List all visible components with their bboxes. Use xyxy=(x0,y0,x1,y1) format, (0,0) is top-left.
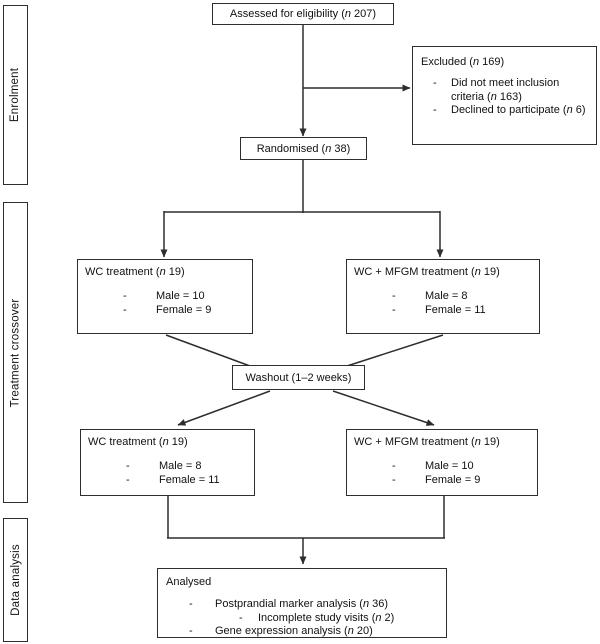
bullet-dash: - xyxy=(123,290,127,302)
box-title: WC treatment (n 19) xyxy=(88,436,188,448)
box-title: WC treatment (n 19) xyxy=(85,266,185,278)
box-analysed: Analysed - Postprandial marker analysis … xyxy=(157,568,447,638)
bullet-list: - Male = 10 - Female = 9 xyxy=(347,459,537,487)
bullet-list: - Male = 8 - Female = 11 xyxy=(81,459,254,487)
stage-label-text: Data analysis xyxy=(9,544,22,616)
bullet-item: - Postprandial marker analysis (n 36) xyxy=(158,598,446,612)
bullet-text: Female = 11 xyxy=(425,304,486,316)
bullet-dash: - xyxy=(392,460,396,472)
bullet-dash: - xyxy=(126,474,130,486)
n-variable: n xyxy=(325,142,332,155)
bullet-item: - Male = 10 xyxy=(78,289,252,303)
bullet-text: Female = 9 xyxy=(425,474,481,486)
bullet-text: Incomplete study visits (n 2) xyxy=(258,611,395,624)
bullet-dash: - xyxy=(126,460,130,472)
bullet-text: Male = 10 xyxy=(425,460,474,472)
bullet-text: Male = 8 xyxy=(425,290,468,302)
box-title: Randomised (n 38) xyxy=(256,142,351,155)
bullet-item: - Male = 8 xyxy=(81,459,254,473)
n-variable: n xyxy=(566,104,573,116)
bullet-item: - Female = 9 xyxy=(78,303,252,317)
bullet-item-nested: - Incomplete study visits (n 2) xyxy=(158,612,446,626)
n-variable: n xyxy=(474,266,481,278)
bullet-item: - Female = 11 xyxy=(347,303,539,317)
bullet-dash: - xyxy=(433,77,437,89)
bullet-text: Male = 8 xyxy=(159,460,202,472)
bullet-item: - Gene expression analysis (n 20) xyxy=(158,625,446,639)
bullet-list: - Postprandial marker analysis (n 36) - … xyxy=(158,598,446,639)
bullet-text: Postprandial marker analysis (n 36) xyxy=(215,598,389,610)
stage-label-enrolment: Enrolment xyxy=(3,5,28,185)
bullet-dash: - xyxy=(392,474,396,486)
box-wc-mfgm-treatment-period2: WC + MFGM treatment (n 19) - Male = 10 - F… xyxy=(346,429,538,496)
n-variable: n xyxy=(375,611,382,624)
bullet-item: - Declined to participate (n 6) xyxy=(413,104,596,118)
bullet-item: - Female = 9 xyxy=(347,473,537,487)
n-variable: n xyxy=(362,598,370,610)
box-title: Excluded (n 169) xyxy=(421,56,505,68)
bullet-text: Declined to participate (n 6) xyxy=(451,104,586,116)
bullet-item: - Did not meet inclusion criteria (n 163… xyxy=(413,77,596,104)
connector-arm1-to-washout xyxy=(165,334,251,367)
bullet-list: - Male = 8 - Female = 11 xyxy=(347,289,539,317)
bullet-dash: - xyxy=(189,598,193,610)
box-randomised: Randomised (n 38) xyxy=(240,137,367,160)
bullet-item: - Male = 8 xyxy=(347,289,539,303)
bullet-text: Male = 10 xyxy=(156,290,205,302)
box-title: Washout (1–2 weeks) xyxy=(245,371,352,384)
box-washout: Washout (1–2 weeks) xyxy=(232,365,365,390)
bullet-dash: - xyxy=(433,104,437,116)
box-wc-treatment-period2: WC treatment (n 19) - Male = 8 - Female = … xyxy=(80,429,255,496)
connector-washout-to-arm3 xyxy=(177,390,271,426)
n-variable: n xyxy=(472,56,480,68)
box-title: Assessed for eligibility (n 207) xyxy=(229,8,377,20)
stage-label-data-analysis: Data analysis xyxy=(3,518,28,642)
box-wc-mfgm-treatment-period1: WC + MFGM treatment (n 19) - Male = 8 - Fe… xyxy=(346,259,540,334)
bullet-dash: - xyxy=(189,625,193,637)
box-title: WC + MFGM treatment (n 19) xyxy=(354,266,500,278)
stage-label-treatment-crossover: Treatment crossover xyxy=(3,202,28,503)
bullet-list: - Did not meet inclusion criteria (n 163… xyxy=(413,77,596,118)
stage-label-text: Enrolment xyxy=(9,67,22,123)
bullet-item: - Male = 10 xyxy=(347,459,537,473)
bullet-dash: - xyxy=(392,290,396,302)
box-wc-treatment-period1: WC treatment (n 19) - Male = 10 - Female =… xyxy=(77,259,253,334)
box-title: WC + MFGM treatment (n 19) xyxy=(354,436,500,448)
connector-washout-to-arm4 xyxy=(332,390,435,426)
connector-arm2-to-washout xyxy=(346,334,444,367)
n-variable: n xyxy=(344,8,351,20)
bullet-dash: - xyxy=(239,611,243,624)
bullet-text: Did not meet inclusion criteria (n 163) xyxy=(451,77,560,103)
box-title: Analysed xyxy=(166,576,212,588)
bullet-text: Female = 9 xyxy=(156,304,212,316)
n-variable: n xyxy=(159,266,166,278)
bullet-dash: - xyxy=(123,304,127,316)
box-excluded: Excluded (n 169) - Did not meet inclusio… xyxy=(412,46,597,145)
box-assessed-eligibility: Assessed for eligibility (n 207) xyxy=(212,3,394,25)
n-variable: n xyxy=(490,90,497,103)
n-variable: n xyxy=(162,436,169,448)
n-variable: n xyxy=(347,625,354,637)
n-variable: n xyxy=(474,436,481,448)
bullet-text: Female = 11 xyxy=(159,474,220,486)
stage-label-text: Treatment crossover xyxy=(9,298,22,407)
bullet-item: - Female = 11 xyxy=(81,473,254,487)
bullet-text: Gene expression analysis (n 20) xyxy=(215,625,373,637)
bullet-dash: - xyxy=(392,304,396,316)
bullet-list: - Male = 10 - Female = 9 xyxy=(78,289,252,317)
